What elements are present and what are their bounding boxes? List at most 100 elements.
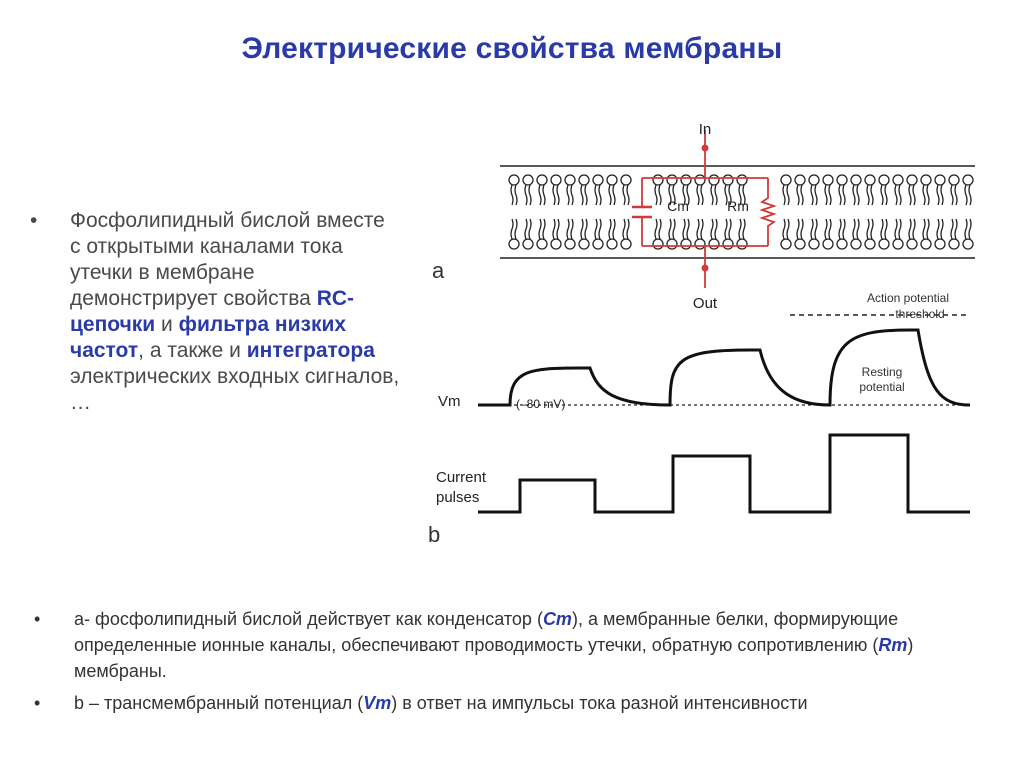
note-a-text-2: ), а мембранные белки, формирующие опред… bbox=[74, 609, 899, 655]
lipid-tail bbox=[514, 218, 518, 240]
lipid-head bbox=[666, 174, 678, 186]
note-b-text-2: ) в ответ на импульсы тока разной интенс… bbox=[391, 693, 808, 713]
lipid-tail bbox=[580, 184, 584, 206]
lipid-head bbox=[780, 174, 792, 186]
note-b-text-1: b – трансмембранный потенциал ( bbox=[74, 693, 364, 713]
lipid-head bbox=[680, 238, 692, 250]
lipid-head bbox=[850, 238, 862, 250]
phospholipid-bilayer bbox=[508, 174, 974, 250]
lipid-tail bbox=[682, 184, 686, 206]
terminal-in-dot bbox=[701, 144, 709, 152]
lipid-tail bbox=[528, 184, 532, 206]
lipid-tail bbox=[940, 184, 944, 206]
lipid-tail bbox=[884, 184, 888, 206]
lipid-head bbox=[736, 238, 748, 250]
lipid-tail bbox=[800, 184, 804, 206]
lipid-tail bbox=[894, 184, 898, 206]
lipid-head bbox=[794, 174, 806, 186]
lipid-head bbox=[808, 238, 820, 250]
lipid-tail bbox=[738, 218, 742, 240]
left-text-1: Фосфолипидный бислой вместе с открытыми … bbox=[70, 209, 385, 310]
lipid-tail bbox=[838, 218, 842, 240]
lipid-tail bbox=[696, 184, 700, 206]
lipid-tail bbox=[968, 184, 972, 206]
lipid-tail bbox=[556, 184, 560, 206]
lipid-tail bbox=[622, 218, 626, 240]
lipid-tail bbox=[612, 218, 616, 240]
lipid-tail bbox=[594, 218, 598, 240]
lipid-tail bbox=[714, 218, 718, 240]
lipid-head bbox=[836, 174, 848, 186]
lipid-tail bbox=[514, 184, 518, 206]
lipid-tail bbox=[954, 184, 958, 206]
lipid-tail bbox=[622, 184, 626, 206]
lipid-tail bbox=[742, 184, 746, 206]
lipid-head bbox=[666, 238, 678, 250]
lipid-tail bbox=[926, 184, 930, 206]
lipid-tail bbox=[894, 218, 898, 240]
note-a: • a- фосфолипидный бислой действует как … bbox=[30, 606, 990, 684]
lipid-tail bbox=[686, 184, 690, 206]
lipid-tail bbox=[814, 184, 818, 206]
lipid-tail bbox=[842, 184, 846, 206]
note-b: • b – трансмембранный потенциал (Vm) в о… bbox=[30, 690, 990, 716]
lipid-tail bbox=[926, 218, 930, 240]
lipid-head bbox=[708, 174, 720, 186]
lipid-head bbox=[564, 174, 576, 186]
label-resting-2: potential bbox=[859, 380, 904, 394]
lipid-tail bbox=[552, 184, 556, 206]
lipid-tail bbox=[714, 184, 718, 206]
lipid-head bbox=[850, 174, 862, 186]
lipid-tail bbox=[700, 218, 704, 240]
lipid-tail bbox=[824, 218, 828, 240]
lipid-head bbox=[722, 174, 734, 186]
lipid-tail bbox=[580, 218, 584, 240]
lipid-tail bbox=[838, 184, 842, 206]
lipid-head bbox=[592, 238, 604, 250]
lipid-tail bbox=[936, 184, 940, 206]
lipid-tail bbox=[852, 218, 856, 240]
lipid-head bbox=[652, 174, 664, 186]
lipid-head bbox=[948, 238, 960, 250]
lipid-tail bbox=[828, 184, 832, 206]
current-pulses-trace bbox=[478, 433, 970, 514]
lipid-head bbox=[780, 238, 792, 250]
lipid-tail bbox=[612, 184, 616, 206]
highlight-integrator: интегратора bbox=[246, 339, 375, 362]
lipid-tail bbox=[796, 184, 800, 206]
lipid-head bbox=[578, 174, 590, 186]
lipid-head bbox=[620, 238, 632, 250]
lipid-head bbox=[934, 174, 946, 186]
label-current-2: pulses bbox=[436, 489, 479, 506]
note-a-text-3: ) мембраны. bbox=[74, 635, 914, 681]
lipid-head bbox=[708, 238, 720, 250]
note-b-vm: Vm bbox=[363, 693, 392, 713]
lipid-tail bbox=[566, 218, 570, 240]
lipid-head bbox=[808, 174, 820, 186]
lipid-tail bbox=[594, 184, 598, 206]
lipid-head bbox=[592, 174, 604, 186]
lipid-tail bbox=[786, 184, 790, 206]
lipid-head bbox=[920, 174, 932, 186]
lipid-tail bbox=[672, 184, 676, 206]
lipid-head bbox=[906, 238, 918, 250]
lipid-head bbox=[836, 238, 848, 250]
lipid-head bbox=[892, 174, 904, 186]
lipid-tail bbox=[672, 218, 676, 240]
lipid-tail bbox=[608, 184, 612, 206]
lipid-tail bbox=[696, 218, 700, 240]
lipid-tail bbox=[800, 218, 804, 240]
lipid-head bbox=[680, 174, 692, 186]
note-a-text-1: a- фосфолипидный бислой действует как ко… bbox=[74, 609, 543, 629]
lipid-tail bbox=[908, 184, 912, 206]
lipid-tail bbox=[884, 218, 888, 240]
lipid-tail bbox=[912, 184, 916, 206]
lipid-head bbox=[652, 238, 664, 250]
lipid-tail bbox=[626, 184, 630, 206]
lipid-tail bbox=[922, 218, 926, 240]
bottom-notes: • a- фосфолипидный бислой действует как … bbox=[30, 606, 990, 722]
note-a-rm: Rm bbox=[878, 635, 908, 655]
lipid-tail bbox=[922, 184, 926, 206]
lipid-tail bbox=[566, 184, 570, 206]
label-threshold-2: threshold bbox=[895, 307, 944, 321]
